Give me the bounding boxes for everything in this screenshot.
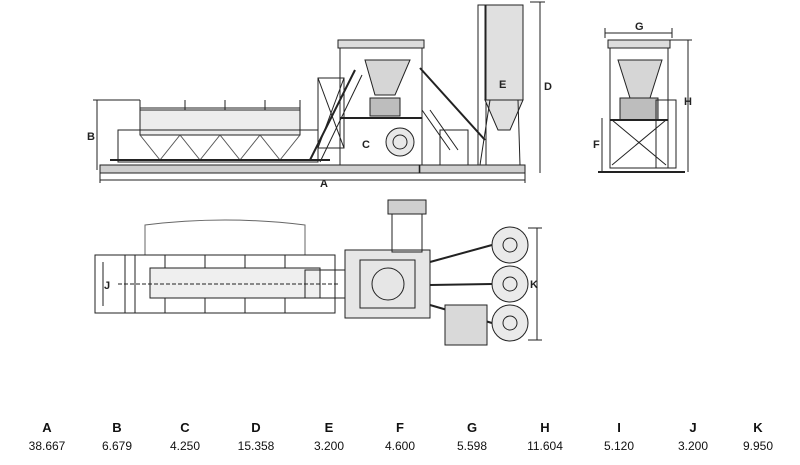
label-g: G [635,21,644,33]
dimension-table: A 38.667 B 6.679 C 4.250 D 15.358 E 3.200 F 4.… [0,420,800,460]
dim-g: G 5.598 [437,420,507,454]
dim-value: 4.250 [169,439,201,453]
dim-h: H 11.604 [510,420,580,454]
dim-key: D [251,420,261,435]
dim-value: 4.600 [384,439,416,453]
plant-drawing: A B C D E I G H F [87,1,692,346]
dim-key: I [617,420,621,435]
dim-d: D 15.358 [221,420,291,454]
dim-value: 3.200 [313,439,345,453]
front-labels: G H F [593,21,692,151]
dim-value: 11.604 [527,439,563,453]
plan-view [94,199,542,346]
dim-value: 9.950 [742,439,774,453]
dim-key: F [396,420,404,435]
dim-value: 38.667 [28,439,66,453]
dim-value: 15.358 [237,439,275,453]
dim-value: 6.679 [101,439,133,453]
dim-key: K [753,420,763,435]
side-labels: A B C D E I [87,79,552,190]
side-elevation [93,1,545,183]
label-c: C [362,139,370,151]
dim-key: G [466,420,478,435]
label-f: F [593,139,600,151]
dim-a: A 38.667 [12,420,82,454]
label-j: J [104,280,110,292]
label-h: H [684,96,692,108]
dim-j: J 3.200 [658,420,728,454]
dim-key: H [540,420,550,435]
dim-key: J [689,420,697,435]
dim-k: K 9.950 [723,420,793,454]
label-b: B [87,131,95,143]
dim-value: 3.200 [677,439,709,453]
label-k: K [530,279,538,291]
dim-key: E [324,420,334,435]
dim-key: C [180,420,190,435]
label-i: I [418,164,421,176]
plan-labels: J K [104,279,538,292]
dim-i: I 5.120 [584,420,654,454]
label-a: A [320,178,328,190]
front-elevation [598,28,692,173]
dim-f: F 4.600 [365,420,435,454]
dim-e: E 3.200 [294,420,364,454]
dim-c: C 4.250 [150,420,220,454]
dim-key: A [42,420,52,435]
label-e: E [499,79,506,91]
dim-b: B 6.679 [82,420,152,454]
dim-value: 5.120 [603,439,635,453]
dim-value: 5.598 [456,439,488,453]
label-d: D [544,81,552,93]
dim-key: B [112,420,122,435]
